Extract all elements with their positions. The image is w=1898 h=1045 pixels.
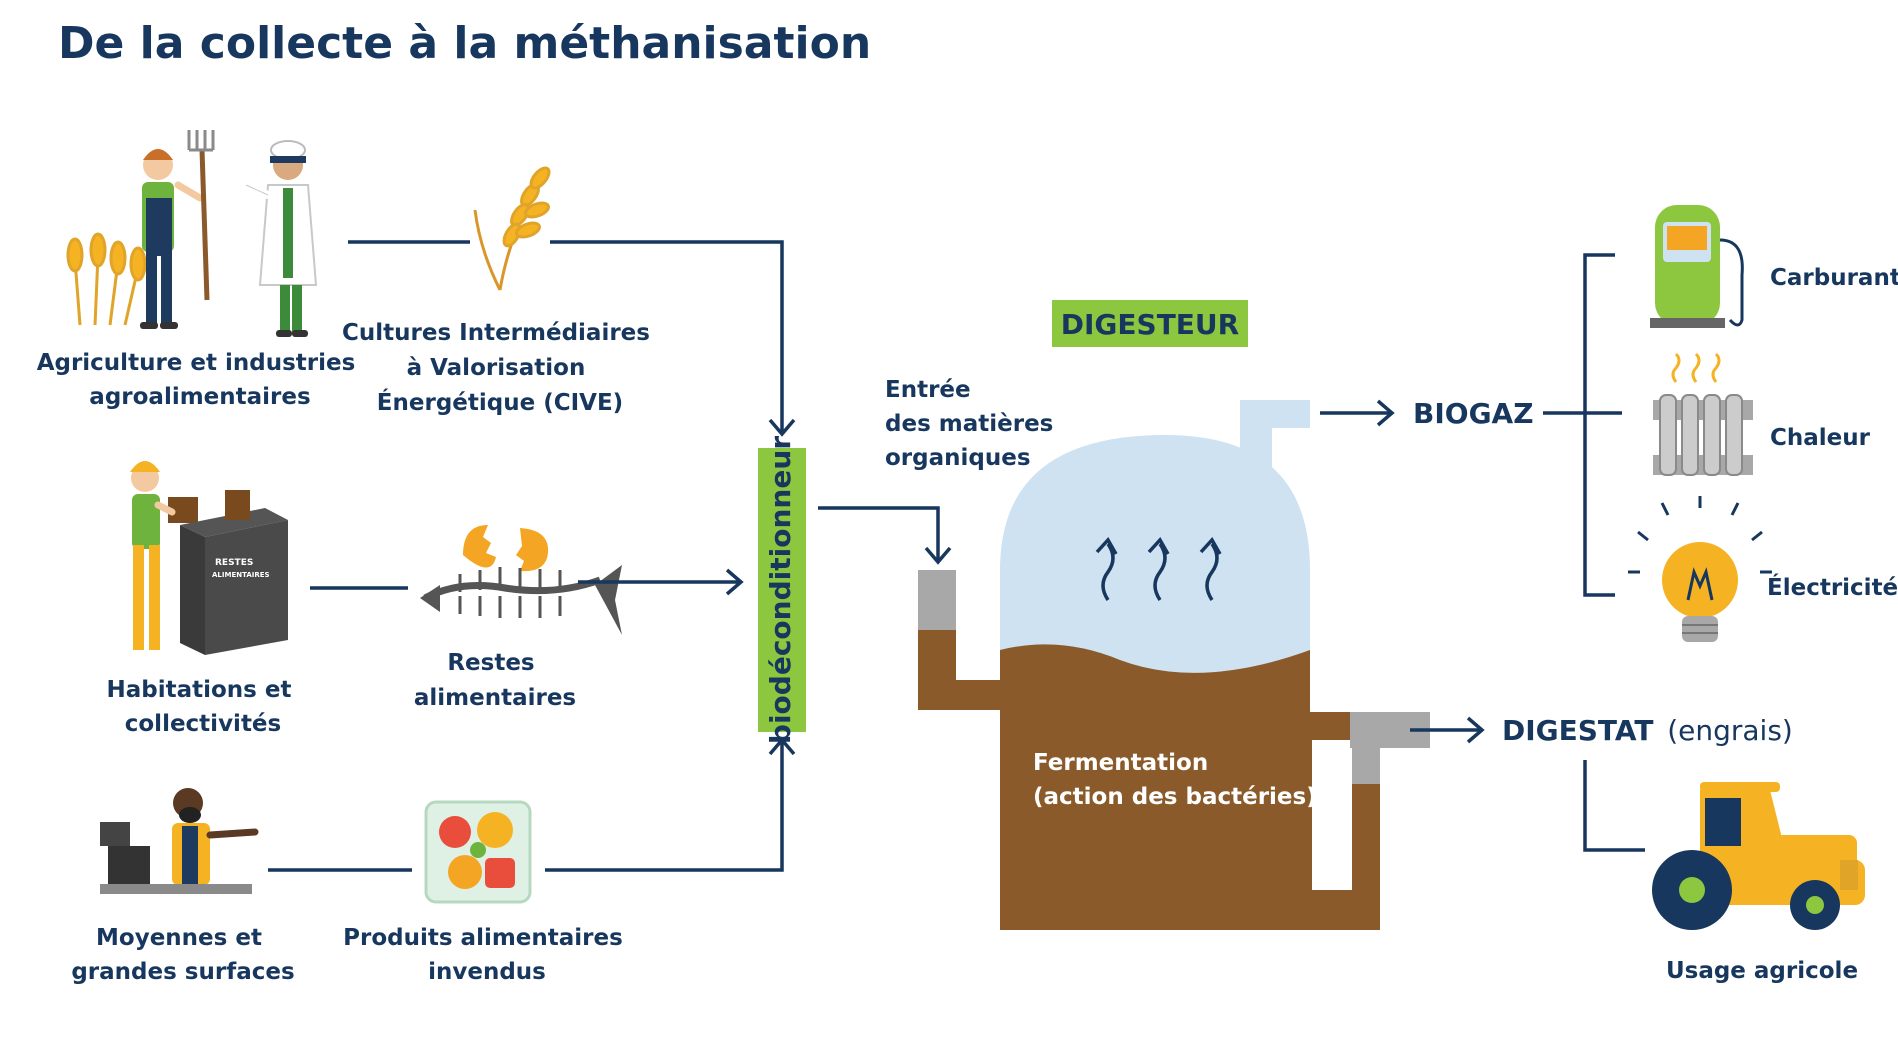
svg-text:Moyennes et grandes surfac: Moyennes et grandes surfaces: [71, 925, 294, 985]
fuel-pump-icon: [1650, 205, 1744, 328]
cashier-icon: [100, 788, 259, 894]
fermentation-line2: (action des bactéries): [1033, 784, 1317, 810]
entree-connector: [818, 506, 940, 560]
output-chaleur: Chaleur: [1770, 425, 1871, 451]
page-title: De la collecte à la méthanisation: [58, 18, 871, 69]
fermentation-line1: Fermentation: [1033, 750, 1208, 776]
bin-label-line1: RESTES: [215, 558, 253, 568]
digester-tank: [918, 400, 1430, 930]
source-cive-line2: à Valorisation: [407, 355, 586, 381]
light-bulb-icon: [1628, 496, 1772, 642]
source-produits-line1: Produits alimentaires: [343, 925, 623, 951]
source-habitations-line2: collectivités: [125, 711, 281, 737]
biogaz-label: BIOGAZ: [1413, 397, 1534, 430]
source-habitations-line1: Habitations et: [107, 677, 292, 703]
scientist-icon: [242, 140, 318, 337]
source-moyennes-line1: Moyennes et: [96, 925, 262, 951]
digestat-connector: [1583, 760, 1645, 852]
tractor-icon: [1652, 782, 1865, 930]
svg-text:Cultures Intermédiaires à: Cultures Intermédiaires à Valorisation É…: [342, 320, 658, 416]
food-tray-icon: [424, 800, 532, 904]
wheat-bundle-icon: [66, 232, 147, 326]
source-restes-line1: Restes: [447, 650, 534, 676]
svg-text:Restes alimentaires: Restes alimentaires: [414, 650, 576, 711]
wheat-sprig-icon: [473, 166, 551, 291]
usage-agricole-label: Usage agricole: [1666, 958, 1858, 984]
source-agriculture-line1: Agriculture et industries: [37, 350, 356, 376]
source-restes-line2: alimentaires: [414, 685, 576, 711]
farmer-icon: [140, 130, 215, 329]
source-cive-line3: Énergétique (CIVE): [377, 388, 623, 416]
svg-text:Habitations et collectivit: Habitations et collectivités: [107, 677, 300, 737]
biodeconditionneur-box: [758, 448, 806, 732]
source-cive-line1: Cultures Intermédiaires: [342, 320, 650, 346]
gas-rising-arrows-icon: [1095, 537, 1222, 601]
compost-bin-icon: RESTES ALIMENTAIRES: [180, 490, 288, 655]
svg-text:DIGESTAT (engrais): DIGESTAT (engrais): [1502, 714, 1793, 747]
biodeconditionneur-label: biodéconditionneur: [764, 436, 797, 744]
radiator-icon: [1653, 352, 1753, 476]
entree-line1: Entrée: [885, 377, 971, 403]
output-electricite: Électricité: [1767, 573, 1898, 601]
entree-line3: organiques: [885, 445, 1031, 471]
entree-line2: des matières: [885, 411, 1053, 437]
source-connectors: [268, 240, 796, 872]
source-agriculture-line2: agroalimentaires: [89, 384, 310, 410]
biogaz-bracket: [1543, 253, 1622, 597]
svg-text:Produits alimentaires inve: Produits alimentaires invendus: [343, 925, 631, 985]
svg-text:Agriculture et industries: Agriculture et industries agroalimentair…: [37, 350, 364, 410]
digestat-paren: (engrais): [1667, 714, 1793, 747]
digesteur-label: DIGESTEUR: [1061, 308, 1239, 341]
output-carburant: Carburant: [1770, 265, 1898, 291]
svg-text:Fermentation (action des b: Fermentation (action des bactéries): [1033, 750, 1317, 810]
resident-icon: [130, 461, 198, 650]
digestat-arrow: [1410, 716, 1485, 744]
biogaz-arrow: [1320, 399, 1395, 427]
bin-label-line2: ALIMENTAIRES: [212, 571, 270, 579]
source-produits-line2: invendus: [428, 959, 546, 985]
svg-text:Entrée des matières or: Entrée des matières organiques: [885, 377, 1061, 471]
digestat-label: DIGESTAT: [1502, 714, 1653, 747]
digesteur-label-box: [1052, 300, 1248, 347]
source-moyennes-line2: grandes surfaces: [71, 959, 294, 985]
food-waste-icon: [420, 525, 622, 635]
